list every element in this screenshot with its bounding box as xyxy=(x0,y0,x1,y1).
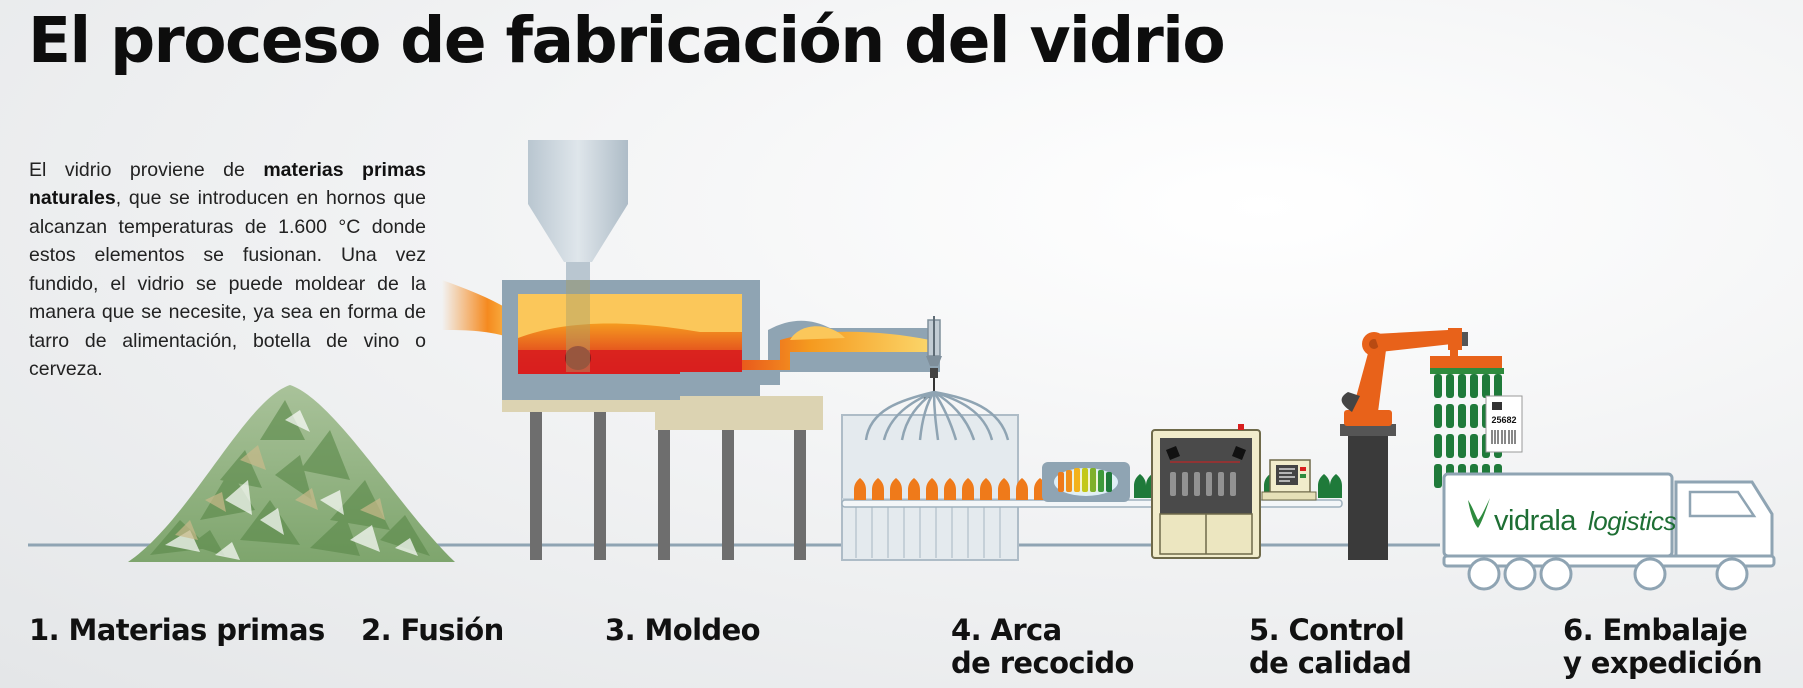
step-5-line1: 5. Control xyxy=(1249,613,1405,647)
amber-bottles xyxy=(854,470,1046,500)
control-monitor xyxy=(1261,459,1317,501)
intro-text-end: , que se introducen en hornos que alcanz… xyxy=(29,187,426,380)
step-4-line1: 4. Arca xyxy=(951,613,1062,647)
step-materias-primas: 1. Materias primas xyxy=(29,614,325,647)
pallet-label: 25682 xyxy=(1491,415,1516,425)
intro-text-start: El vidrio proviene de xyxy=(29,158,264,181)
delivery-truck: vidrala logistics xyxy=(1442,472,1776,591)
step-embalaje-expedicion: 6. Embalaje y expedición xyxy=(1563,613,1763,680)
intro-text-bold: materias primas naturales xyxy=(29,158,426,210)
step-2-label: 2. Fusión xyxy=(361,613,504,647)
palletizing-robot xyxy=(1340,328,1502,560)
green-bottles xyxy=(1134,466,1342,498)
intro-paragraph: El vidrio proviene de materias primas na… xyxy=(29,156,426,384)
annealing-lehr xyxy=(1042,462,1130,502)
bottle-pallet: 25682 xyxy=(1430,368,1523,488)
step-1-label: 1. Materias primas xyxy=(29,613,325,647)
step-control-calidad: 5. Control de calidad xyxy=(1249,613,1412,680)
step-arca-recocido: 4. Arca de recocido xyxy=(951,614,1134,680)
raw-materials-pile xyxy=(128,385,455,562)
vidrala-logo: vidrala logistics xyxy=(1468,498,1677,537)
step-3-label: 3. Moldeo xyxy=(605,613,761,647)
step-6-line2: y expedición xyxy=(1563,646,1763,680)
step-6-line1: 6. Embalaje xyxy=(1563,613,1748,647)
brand-name: vidrala xyxy=(1494,505,1577,537)
step-fusion: 2. Fusión xyxy=(361,614,504,647)
moulding-machine xyxy=(841,390,1019,561)
page-title: El proceso de fabricación del vidrio xyxy=(28,4,1226,77)
step-5-line2: de calidad xyxy=(1249,646,1412,680)
process-illustration: 25682 vidrala logistics xyxy=(28,140,1776,591)
brand-suffix: logistics xyxy=(1588,506,1676,536)
step-moldeo: 3. Moldeo xyxy=(605,613,761,647)
melting-furnace xyxy=(442,140,942,560)
step-4-line2: de recocido xyxy=(951,646,1134,680)
inspection-machine xyxy=(1151,424,1261,559)
